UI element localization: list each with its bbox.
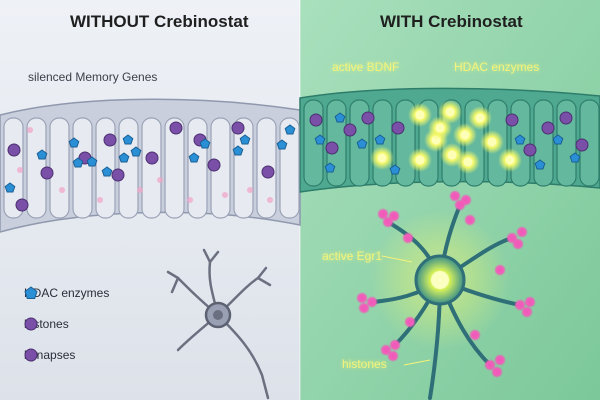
synapse-terminal [527,299,533,305]
histone-mark [560,112,572,124]
right-chromatin-fold [534,100,553,186]
pink-dot-mark [247,187,253,193]
histones-label: histones [342,357,387,371]
histone-mark [326,142,338,154]
synapse-terminal [383,347,389,353]
active-egr1-label: active Egr1 [322,249,382,263]
histone-mark [576,139,588,151]
right-panel-title: WITH Crebinostat [380,12,523,32]
synapse-terminal [452,193,458,199]
purple-circle-icon [24,317,38,331]
pink-dot-mark [222,192,228,198]
synapse-terminal [487,362,493,368]
synapse-terminal [361,305,367,311]
left-chromatin-fold [73,118,92,218]
gene-glow-core [416,156,425,165]
histone-mark [344,124,356,136]
gene-glow-core [476,114,485,123]
histone-mark [362,112,374,124]
synapse-terminal [497,267,503,273]
synapse-terminal [380,211,386,217]
legend-hynapses: hynapses [24,348,75,362]
gene-glow-core [464,158,473,167]
pink-dot-mark [27,127,33,133]
histone-mark [104,134,116,146]
histone-mark [542,122,554,134]
histone-mark [524,144,536,156]
synapse-terminal [390,353,396,359]
synapse-terminal [517,302,523,308]
synapse-terminal [494,369,500,375]
silenced-genes-label: silenced Memory Genes [28,70,157,84]
legend-histones: histones [24,317,69,331]
synapse-terminal [524,309,530,315]
pink-dot-mark [17,167,23,173]
histone-mark [170,122,182,134]
histone-mark [232,122,244,134]
pink-dot-mark [59,187,65,193]
synapse-terminal [519,229,525,235]
gene-glow-core [416,111,425,120]
left-chromatin-fold [142,118,161,218]
pink-dot-mark [137,187,143,193]
histone-mark [506,114,518,126]
synapse-terminal [497,357,503,363]
synapse-terminal [515,241,521,247]
histone-mark [146,152,158,164]
left-chromatin-fold [188,118,207,218]
histone-mark [208,159,220,171]
active-bdnf-label: active BDNF [332,60,399,74]
pink-dot-mark [157,177,163,183]
pink-dot-mark [187,197,193,203]
gene-glow-core [448,151,457,160]
legend-hdac: HDAC enzymes [24,286,109,300]
gene-glow-core [506,156,515,165]
gene-glow-core [446,108,455,117]
synapse-terminal [472,332,478,338]
pink-dot-mark [267,197,273,203]
gene-glow-core [378,154,387,163]
gene-glow-core [461,131,470,140]
synapse-terminal [391,213,397,219]
gene-glow-core [488,138,497,147]
synapse-terminal [405,235,411,241]
hdac-enzymes-label: HDAC enzymes [454,60,539,74]
purple-circle-icon [24,348,38,362]
pentagon-icon [24,286,38,300]
histone-mark [392,122,404,134]
synapse-terminal [463,197,469,203]
synapse-terminal [467,217,473,223]
histone-mark [16,199,28,211]
left-panel-title: WITHOUT Crebinostat [70,12,249,32]
left-chromatin-fold [50,118,69,218]
synapse-terminal [407,319,413,325]
histone-mark [262,166,274,178]
histone-mark [112,169,124,181]
histone-mark [41,167,53,179]
left-chromatin-fold [119,118,138,218]
synapse-terminal [359,295,365,301]
synapse-terminal [369,299,375,305]
pink-dot-mark [97,197,103,203]
synapse-terminal [392,342,398,348]
histone-mark [310,114,322,126]
histone-mark [8,144,20,156]
gene-glow-core [436,124,445,133]
